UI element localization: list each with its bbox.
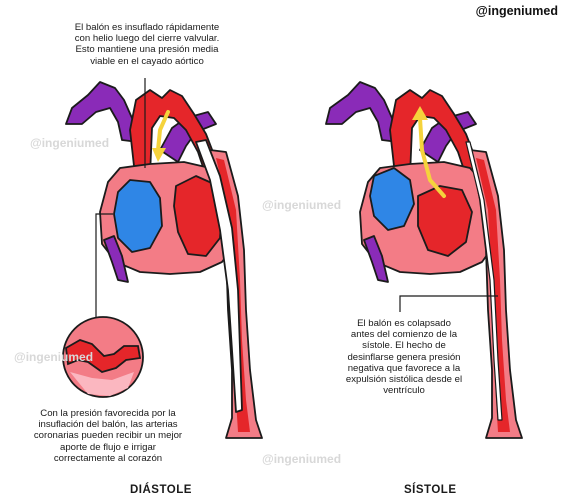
- note-coronary-perfusion: Con la presión favorecida por la insufla…: [18, 408, 198, 464]
- leader-right: [400, 296, 498, 312]
- label-diastole: DIÁSTOLE: [130, 484, 192, 496]
- blood-flow-arrowhead: [152, 148, 166, 162]
- note-balloon-deflation: El balón es colapsado antes del comienzo…: [332, 318, 476, 396]
- superior-vena-cava: [326, 82, 398, 142]
- note-balloon-inflation: El balón es insuflado rápidamente con he…: [62, 22, 232, 67]
- superior-vena-cava: [66, 82, 138, 142]
- coronary-zoom: [63, 317, 143, 397]
- brand-handle: @ingeniumed: [476, 4, 558, 18]
- label-systole: SÍSTOLE: [404, 484, 457, 496]
